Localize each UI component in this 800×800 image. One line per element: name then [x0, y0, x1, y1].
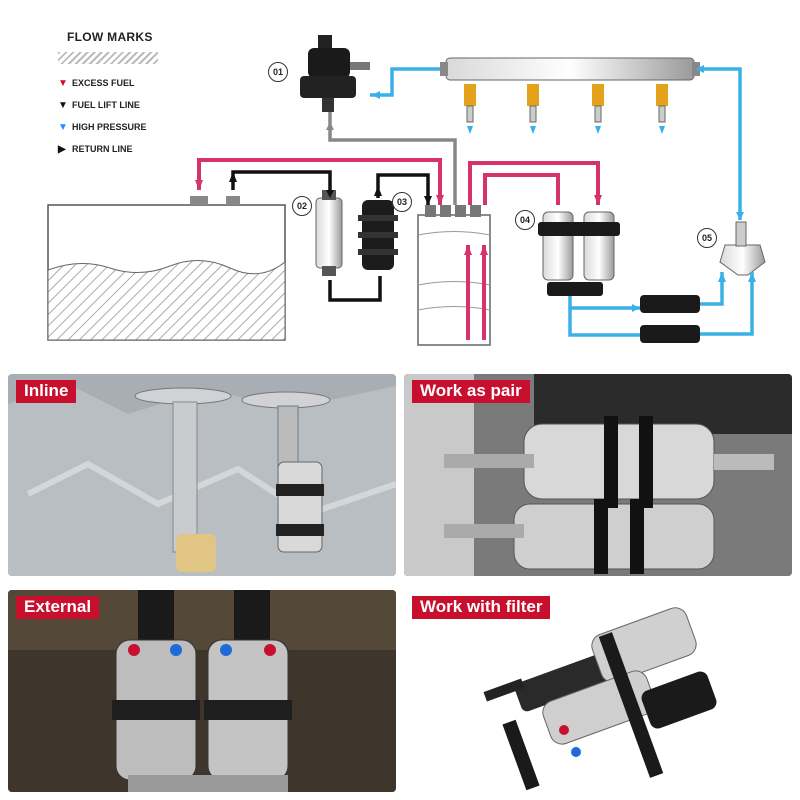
fuel-rail: [440, 57, 700, 81]
component-number-badge: 05: [697, 228, 717, 248]
component-number-badge: 01: [268, 62, 288, 82]
component-number-badge: 03: [392, 192, 412, 212]
high-pressure-lines: [370, 67, 754, 337]
component-number-badge: 04: [515, 210, 535, 230]
arrow-right-icon: ▶: [58, 143, 66, 155]
diagram-canvas: [47, 35, 766, 346]
photo-panel-work-as-pair: Work as pair: [404, 374, 792, 576]
legend-item-excess-fuel: ▼ EXCESS FUEL: [50, 72, 168, 94]
excess-fuel-lines: [197, 158, 600, 340]
dual-pump-assembly: [538, 211, 620, 296]
check-valves: [640, 295, 700, 343]
legend-item-return-line: ▶ RETURN LINE: [50, 138, 168, 160]
legend-label: FUEL LIFT LINE: [72, 100, 140, 110]
photo-panel-work-with-filter: Work with filter: [404, 590, 792, 792]
arrow-down-icon: ▼: [58, 121, 68, 133]
legend-label: HIGH PRESSURE: [72, 122, 147, 132]
inline-fuel-pump: [315, 190, 343, 276]
panel-label: Work with filter: [412, 596, 551, 619]
legend-hatch-swatch: [58, 52, 158, 64]
fuel-system-diagram: FLOW MARKS ▼ EXCESS FUEL ▼ FUEL LIFT LIN…: [0, 0, 800, 360]
legend-item-high-pressure: ▼ HIGH PRESSURE: [50, 116, 168, 138]
inline-pump-photo: [8, 374, 396, 576]
legend-label: RETURN LINE: [72, 144, 133, 154]
arrow-down-icon: ▼: [58, 99, 68, 111]
panel-label: Work as pair: [412, 380, 530, 403]
photo-panel-external: External: [8, 590, 396, 792]
filter-pump-photo: [404, 590, 792, 792]
fuel-tank: [47, 196, 286, 341]
pump-pair-photo: [404, 374, 792, 576]
arrow-down-icon: ▼: [58, 77, 68, 89]
surge-tank: [417, 205, 491, 346]
legend-title: FLOW MARKS: [67, 30, 153, 44]
external-pump-photo: [8, 590, 396, 792]
fuel-filter: [358, 200, 398, 270]
legend-label: EXCESS FUEL: [72, 78, 135, 88]
injectors: [464, 84, 668, 134]
component-number-badge: 02: [292, 196, 312, 216]
fuel-distributor-block: [719, 221, 766, 276]
panel-label: External: [16, 596, 100, 619]
flow-arrows: [195, 65, 756, 312]
photo-panel-inline: Inline: [8, 374, 396, 576]
legend-item-fuel-lift-line: ▼ FUEL LIFT LINE: [50, 94, 168, 116]
flow-marks-legend: FLOW MARKS ▼ EXCESS FUEL ▼ FUEL LIFT LIN…: [50, 30, 168, 160]
fuel-pressure-regulator: [300, 35, 370, 112]
panel-label: Inline: [16, 380, 77, 403]
